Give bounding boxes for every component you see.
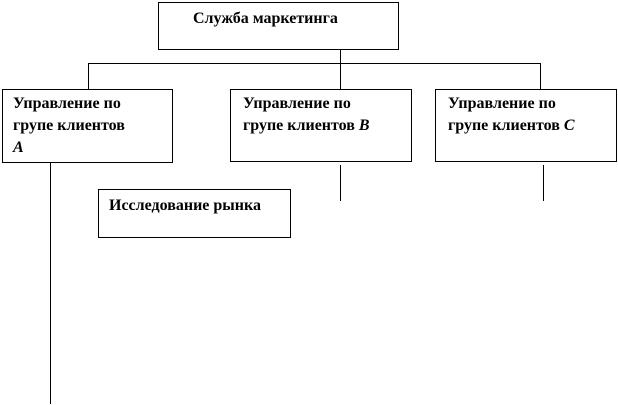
connector <box>540 63 541 90</box>
marketing-service-box: Служба маркетинга <box>158 2 399 50</box>
group-c-letter: C <box>563 117 575 134</box>
market-research-box: Исследование рынка <box>98 189 291 238</box>
group-c-box: Управление по групе клиентов C <box>435 89 617 162</box>
group-c-line2: групе клиентов <box>448 117 560 134</box>
connector <box>50 163 51 404</box>
connector <box>340 165 341 201</box>
connector <box>543 165 544 201</box>
group-b-letter: B <box>358 117 370 134</box>
group-c-line1: Управление по <box>448 95 556 112</box>
group-a-box: Управление по групе клиентов A <box>2 89 173 163</box>
connector <box>88 63 89 90</box>
group-b-line1: Управление по <box>243 95 351 112</box>
group-a-line1: Управление по <box>13 95 121 112</box>
marketing-service-label: Служба маркетинга <box>193 10 338 27</box>
connector <box>340 49 341 90</box>
group-a-letter: A <box>13 139 24 156</box>
connector <box>88 63 541 64</box>
group-b-box: Управление по групе клиентов B <box>230 89 412 162</box>
market-research-label: Исследование рынка <box>109 197 261 214</box>
group-a-line2: групе клиентов <box>13 117 125 134</box>
group-b-line2: групе клиентов <box>243 117 355 134</box>
